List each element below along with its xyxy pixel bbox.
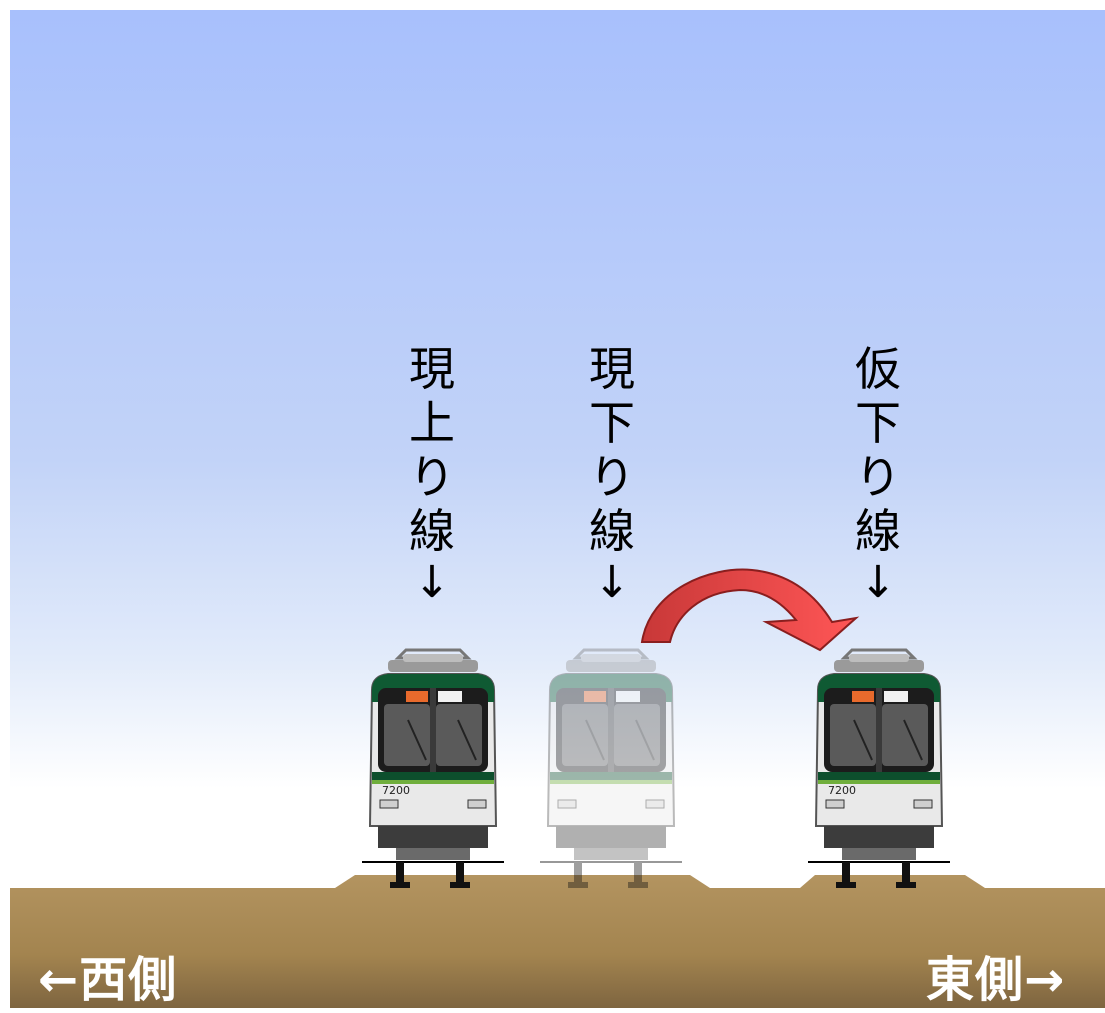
train-temporary-down-line: 7200	[806, 648, 952, 890]
shift-arrow-icon	[640, 568, 860, 652]
down-arrow-icon: ↓	[413, 557, 451, 608]
ground-embankment	[10, 875, 1105, 1008]
train-number: 7200	[828, 784, 856, 797]
diagram-canvas: 7200 7200	[10, 10, 1105, 1008]
down-arrow-icon: ↓	[859, 557, 897, 608]
train-current-up-line: 7200	[360, 648, 506, 890]
down-arrow-icon: ↓	[593, 557, 631, 608]
train-number: 7200	[382, 784, 410, 797]
label-temporary-down-line: 仮 下 り 線 ↓	[848, 342, 908, 608]
direction-east: 東側→	[926, 952, 1066, 1008]
direction-west: ←西側	[38, 952, 178, 1008]
sky-background	[10, 10, 1105, 1008]
track-diagram: 7200 7200 現 上 り 線 ↓ 現 下 り 線 ↓ 仮 下 り 線 ↓ …	[10, 10, 1105, 1008]
label-current-down-line: 現 下 り 線 ↓	[582, 342, 642, 608]
label-current-up-line: 現 上 り 線 ↓	[402, 342, 462, 608]
